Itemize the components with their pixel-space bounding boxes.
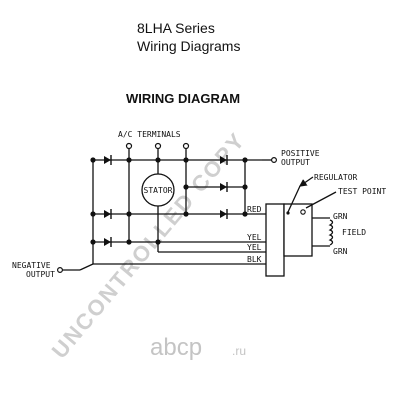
- diode-top-right-icon: [220, 155, 228, 165]
- test-point-icon: [300, 209, 306, 215]
- diode-red-row-right-icon: [220, 209, 228, 219]
- uncontrolled-copy-watermark: UNCONTROLLED COPY: [47, 127, 251, 363]
- regulator-pointer: [298, 176, 314, 187]
- negative-output-label-2: OUTPUT: [26, 270, 55, 279]
- diode-middle-right-icon: [220, 182, 228, 192]
- diagram-title: WIRING DIAGRAM: [126, 91, 240, 106]
- diode-yel-row-icon: [104, 237, 112, 247]
- ac-terminal-1-icon: [125, 142, 133, 150]
- stator-label: STATOR: [144, 186, 173, 195]
- wire-blk-label: BLK: [247, 255, 262, 264]
- ac-terminal-3-icon: [182, 142, 190, 150]
- negative-output-label-1: NEGATIVE: [12, 261, 51, 270]
- negative-output-terminal-icon: [56, 267, 63, 274]
- diode-top-left-icon: [104, 155, 112, 165]
- abcp-logo: abcp .ru: [150, 334, 246, 361]
- field-label: FIELD: [342, 228, 366, 237]
- test-point-leader: [305, 191, 337, 209]
- regulator-label: REGULATOR: [314, 173, 358, 182]
- logo-text: abcp: [150, 334, 202, 361]
- grn-bottom-label: GRN: [333, 247, 348, 256]
- series-title: 8LHA Series: [137, 20, 215, 36]
- ac-terminals-label: A/C TERMINALS: [118, 130, 181, 139]
- regulator-body: [265, 203, 285, 277]
- junction-dots: [90, 157, 248, 245]
- field-coil-icon: [312, 217, 334, 247]
- test-point-label: TEST POINT: [338, 187, 386, 196]
- diode-red-row-icon: [104, 209, 112, 219]
- positive-output-label-2: OUTPUT: [281, 158, 310, 167]
- wire-yel-1-label: YEL: [247, 233, 262, 242]
- series-subtitle: Wiring Diagrams: [137, 38, 241, 54]
- grn-top-label: GRN: [333, 212, 348, 221]
- wire-red-label: RED: [247, 205, 262, 214]
- regulator-field-box: [283, 203, 313, 257]
- stator-symbol: [141, 173, 175, 207]
- positive-output-terminal-icon: [271, 157, 278, 164]
- positive-output-label-1: POSITIVE: [281, 149, 320, 158]
- ac-terminal-2-icon: [154, 142, 162, 150]
- logo-suffix: .ru: [232, 344, 246, 358]
- wire-yel-2-label: YEL: [247, 243, 262, 252]
- page-header: 8LHA Series Wiring Diagrams: [137, 19, 240, 55]
- regulator-leader: [287, 185, 301, 213]
- diodes: [104, 155, 228, 247]
- ac-terminal-rings: [125, 142, 190, 150]
